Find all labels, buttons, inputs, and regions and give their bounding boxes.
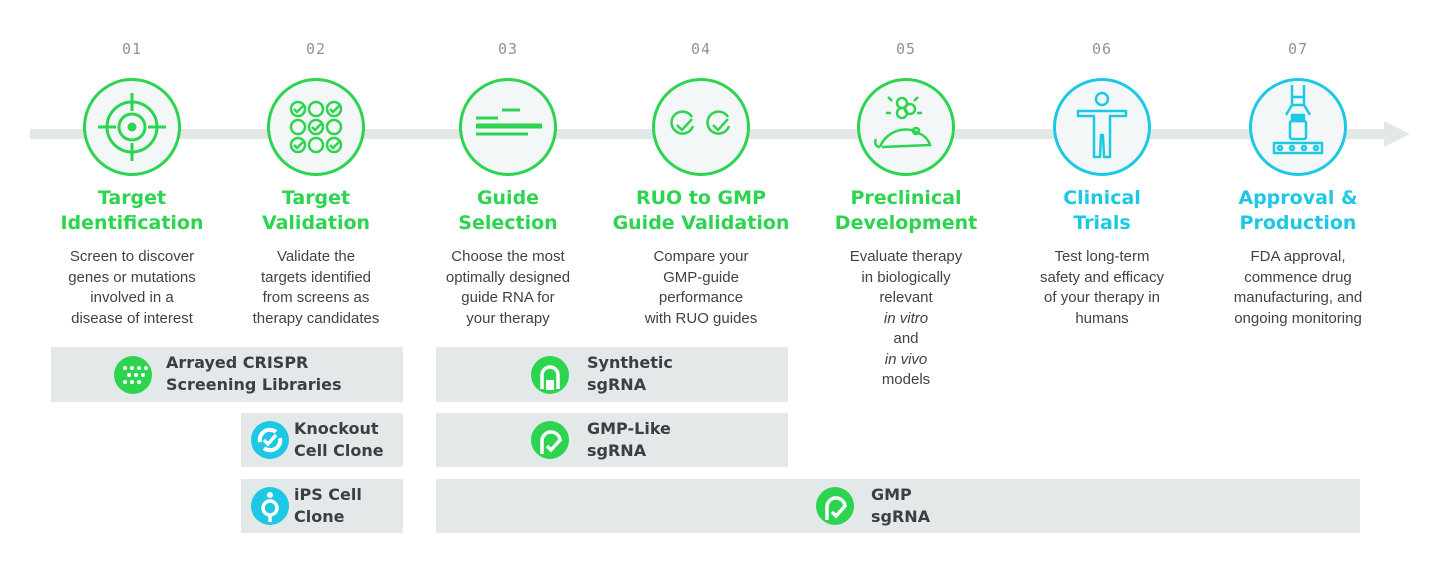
gmp-like-check-icon xyxy=(531,421,569,459)
checklist-grid-icon xyxy=(267,78,365,176)
target-crosshair-icon xyxy=(83,78,181,176)
guide-lines-icon xyxy=(459,78,557,176)
step-description: FDA approval,commence drug manufacturing… xyxy=(1233,248,1363,327)
step-number: 07 xyxy=(1287,40,1309,58)
mouse-cells-icon xyxy=(857,78,955,176)
human-figure-icon xyxy=(1053,78,1151,176)
step-number: 05 xyxy=(895,40,917,58)
step-number: 04 xyxy=(690,40,712,58)
gmp-check-icon xyxy=(816,487,854,525)
ips-cell-icon xyxy=(251,487,289,525)
synthetic-lock-icon xyxy=(531,356,569,394)
robot-arm-vial-icon xyxy=(1249,78,1347,176)
double-check-icon xyxy=(652,78,750,176)
step-number: 03 xyxy=(497,40,519,58)
step-description: Evaluate therapy in biologically relevan… xyxy=(849,248,963,388)
step-number: 01 xyxy=(121,40,143,58)
step-number: 02 xyxy=(305,40,327,58)
knockout-clone-icon xyxy=(251,421,289,459)
timeline-arrowhead xyxy=(1384,121,1410,147)
step-number: 06 xyxy=(1091,40,1113,58)
arrayed-grid-icon xyxy=(114,356,152,394)
step-title: Approval &Production xyxy=(1238,187,1358,234)
